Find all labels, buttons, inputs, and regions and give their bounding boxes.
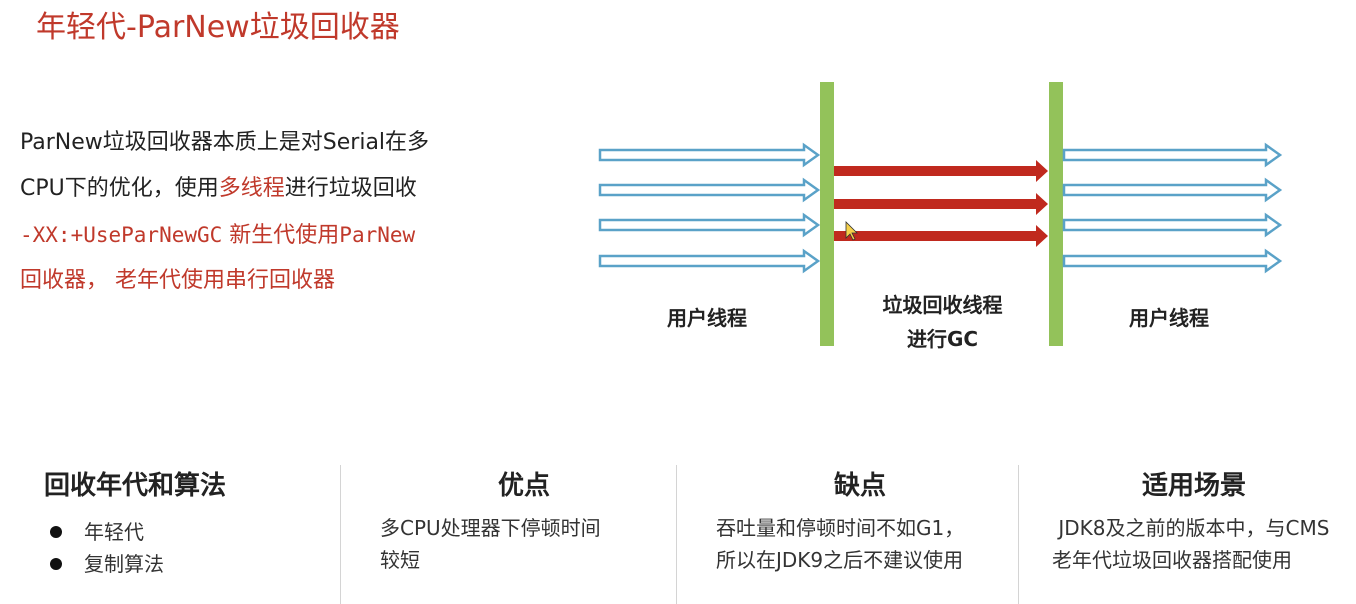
- left-user-thread-caption: 用户线程: [667, 306, 747, 330]
- column-body-line: 吞吐量和停顿时间不如G1，: [716, 516, 965, 540]
- column-heading: 优点: [498, 471, 551, 501]
- parnew-code: ParNew: [339, 223, 416, 247]
- bullet-list: 年轻代 复制算法: [44, 516, 334, 580]
- column-body-line: 所以在JDK9之后不建议使用: [716, 548, 964, 572]
- gc-thread-caption-line2: 进行GC: [906, 327, 979, 351]
- left-gc-boundary-bar: [820, 82, 834, 346]
- gc-thread-arrow: [834, 160, 1048, 182]
- description-line-1: ParNew垃圾回收器本质上是对Serial在多: [20, 130, 430, 155]
- gc-thread-arrow: [834, 193, 1048, 215]
- column-advantages: 优点 多CPU处理器下停顿时间 较短: [380, 465, 670, 604]
- description-line-4: 回收器， 老年代使用串行回收器: [20, 268, 335, 293]
- description-line-2-suffix: 进行垃圾回收: [284, 176, 417, 201]
- user-thread-arrow: [1062, 177, 1283, 203]
- comparison-columns: 回收年代和算法 年轻代 复制算法 优点 多CPU处理器下停顿时间 较短 缺点 吞…: [0, 465, 1356, 604]
- gc-thread-arrows: [834, 160, 1048, 247]
- gc-thread-caption: 垃圾回收线程 进行GC: [870, 288, 1015, 356]
- column-body: JDK8及之前的版本中，与CMS 老年代垃圾回收器搭配使用: [1052, 512, 1352, 576]
- column-disadvantages: 缺点 吞吐量和停顿时间不如G1， 所以在JDK9之后不建议使用: [716, 465, 1016, 604]
- column-divider: [676, 465, 677, 604]
- column-body-line: 多CPU处理器下停顿时间: [380, 516, 601, 540]
- right-user-thread-arrows: [1062, 142, 1283, 274]
- right-user-thread-caption: 用户线程: [1129, 306, 1209, 330]
- user-thread-arrow: [598, 248, 821, 274]
- mouse-cursor-icon: [845, 221, 858, 241]
- column-generation-algorithm: 回收年代和算法 年轻代 复制算法: [44, 465, 334, 604]
- left-user-thread-arrows: [598, 142, 821, 274]
- column-body-line: 较短: [380, 548, 420, 572]
- user-thread-arrow: [598, 142, 821, 168]
- column-use-cases: 适用场景 JDK8及之前的版本中，与CMS 老年代垃圾回收器搭配使用: [1052, 465, 1352, 604]
- list-item-label: 复制算法: [84, 552, 164, 576]
- description-line-3-text: 新生代使用: [222, 223, 340, 248]
- column-body-line: JDK8及之前的版本中，与CMS: [1052, 516, 1330, 540]
- description-line-2-prefix: CPU下的优化，使用: [20, 176, 219, 201]
- column-heading: 适用场景: [1142, 471, 1247, 501]
- slide-title: 年轻代-ParNew垃圾回收器: [36, 10, 400, 45]
- user-thread-arrow: [598, 177, 821, 203]
- user-thread-arrow: [1062, 142, 1283, 168]
- gc-thread-caption-line1: 垃圾回收线程: [882, 293, 1003, 317]
- description-line-3: -XX:+UseParNewGC 新生代使用ParNew: [20, 212, 540, 258]
- jvm-flag-code: -XX:+UseParNewGC: [20, 223, 223, 247]
- gc-thread-diagram: 用户线程 垃圾回收线程 进行GC 用户线程: [590, 78, 1310, 368]
- list-item: 复制算法: [44, 548, 334, 580]
- bullet-dot-icon: [50, 558, 62, 570]
- description-text: ParNew垃圾回收器本质上是对Serial在多 CPU下的优化，使用多线程进行…: [20, 120, 540, 304]
- column-heading: 回收年代和算法: [44, 471, 227, 501]
- column-divider: [340, 465, 341, 604]
- column-body: 多CPU处理器下停顿时间 较短: [380, 512, 670, 576]
- multithread-highlight: 多线程: [218, 176, 285, 201]
- column-divider: [1018, 465, 1019, 604]
- bullet-dot-icon: [50, 526, 62, 538]
- user-thread-arrow: [1062, 212, 1283, 238]
- thread-arrows-svg: [598, 82, 1283, 346]
- column-body: 吞吐量和停顿时间不如G1， 所以在JDK9之后不建议使用: [716, 512, 1016, 576]
- user-thread-arrow: [1062, 248, 1283, 274]
- column-body-line: 老年代垃圾回收器搭配使用: [1052, 548, 1292, 572]
- gc-thread-arrow: [834, 225, 1048, 247]
- right-gc-boundary-bar: [1049, 82, 1063, 346]
- user-thread-arrow: [598, 212, 821, 238]
- column-heading: 缺点: [834, 471, 887, 501]
- list-item: 年轻代: [44, 516, 334, 548]
- list-item-label: 年轻代: [84, 520, 144, 544]
- description-line-2: CPU下的优化，使用多线程进行垃圾回收: [20, 166, 540, 212]
